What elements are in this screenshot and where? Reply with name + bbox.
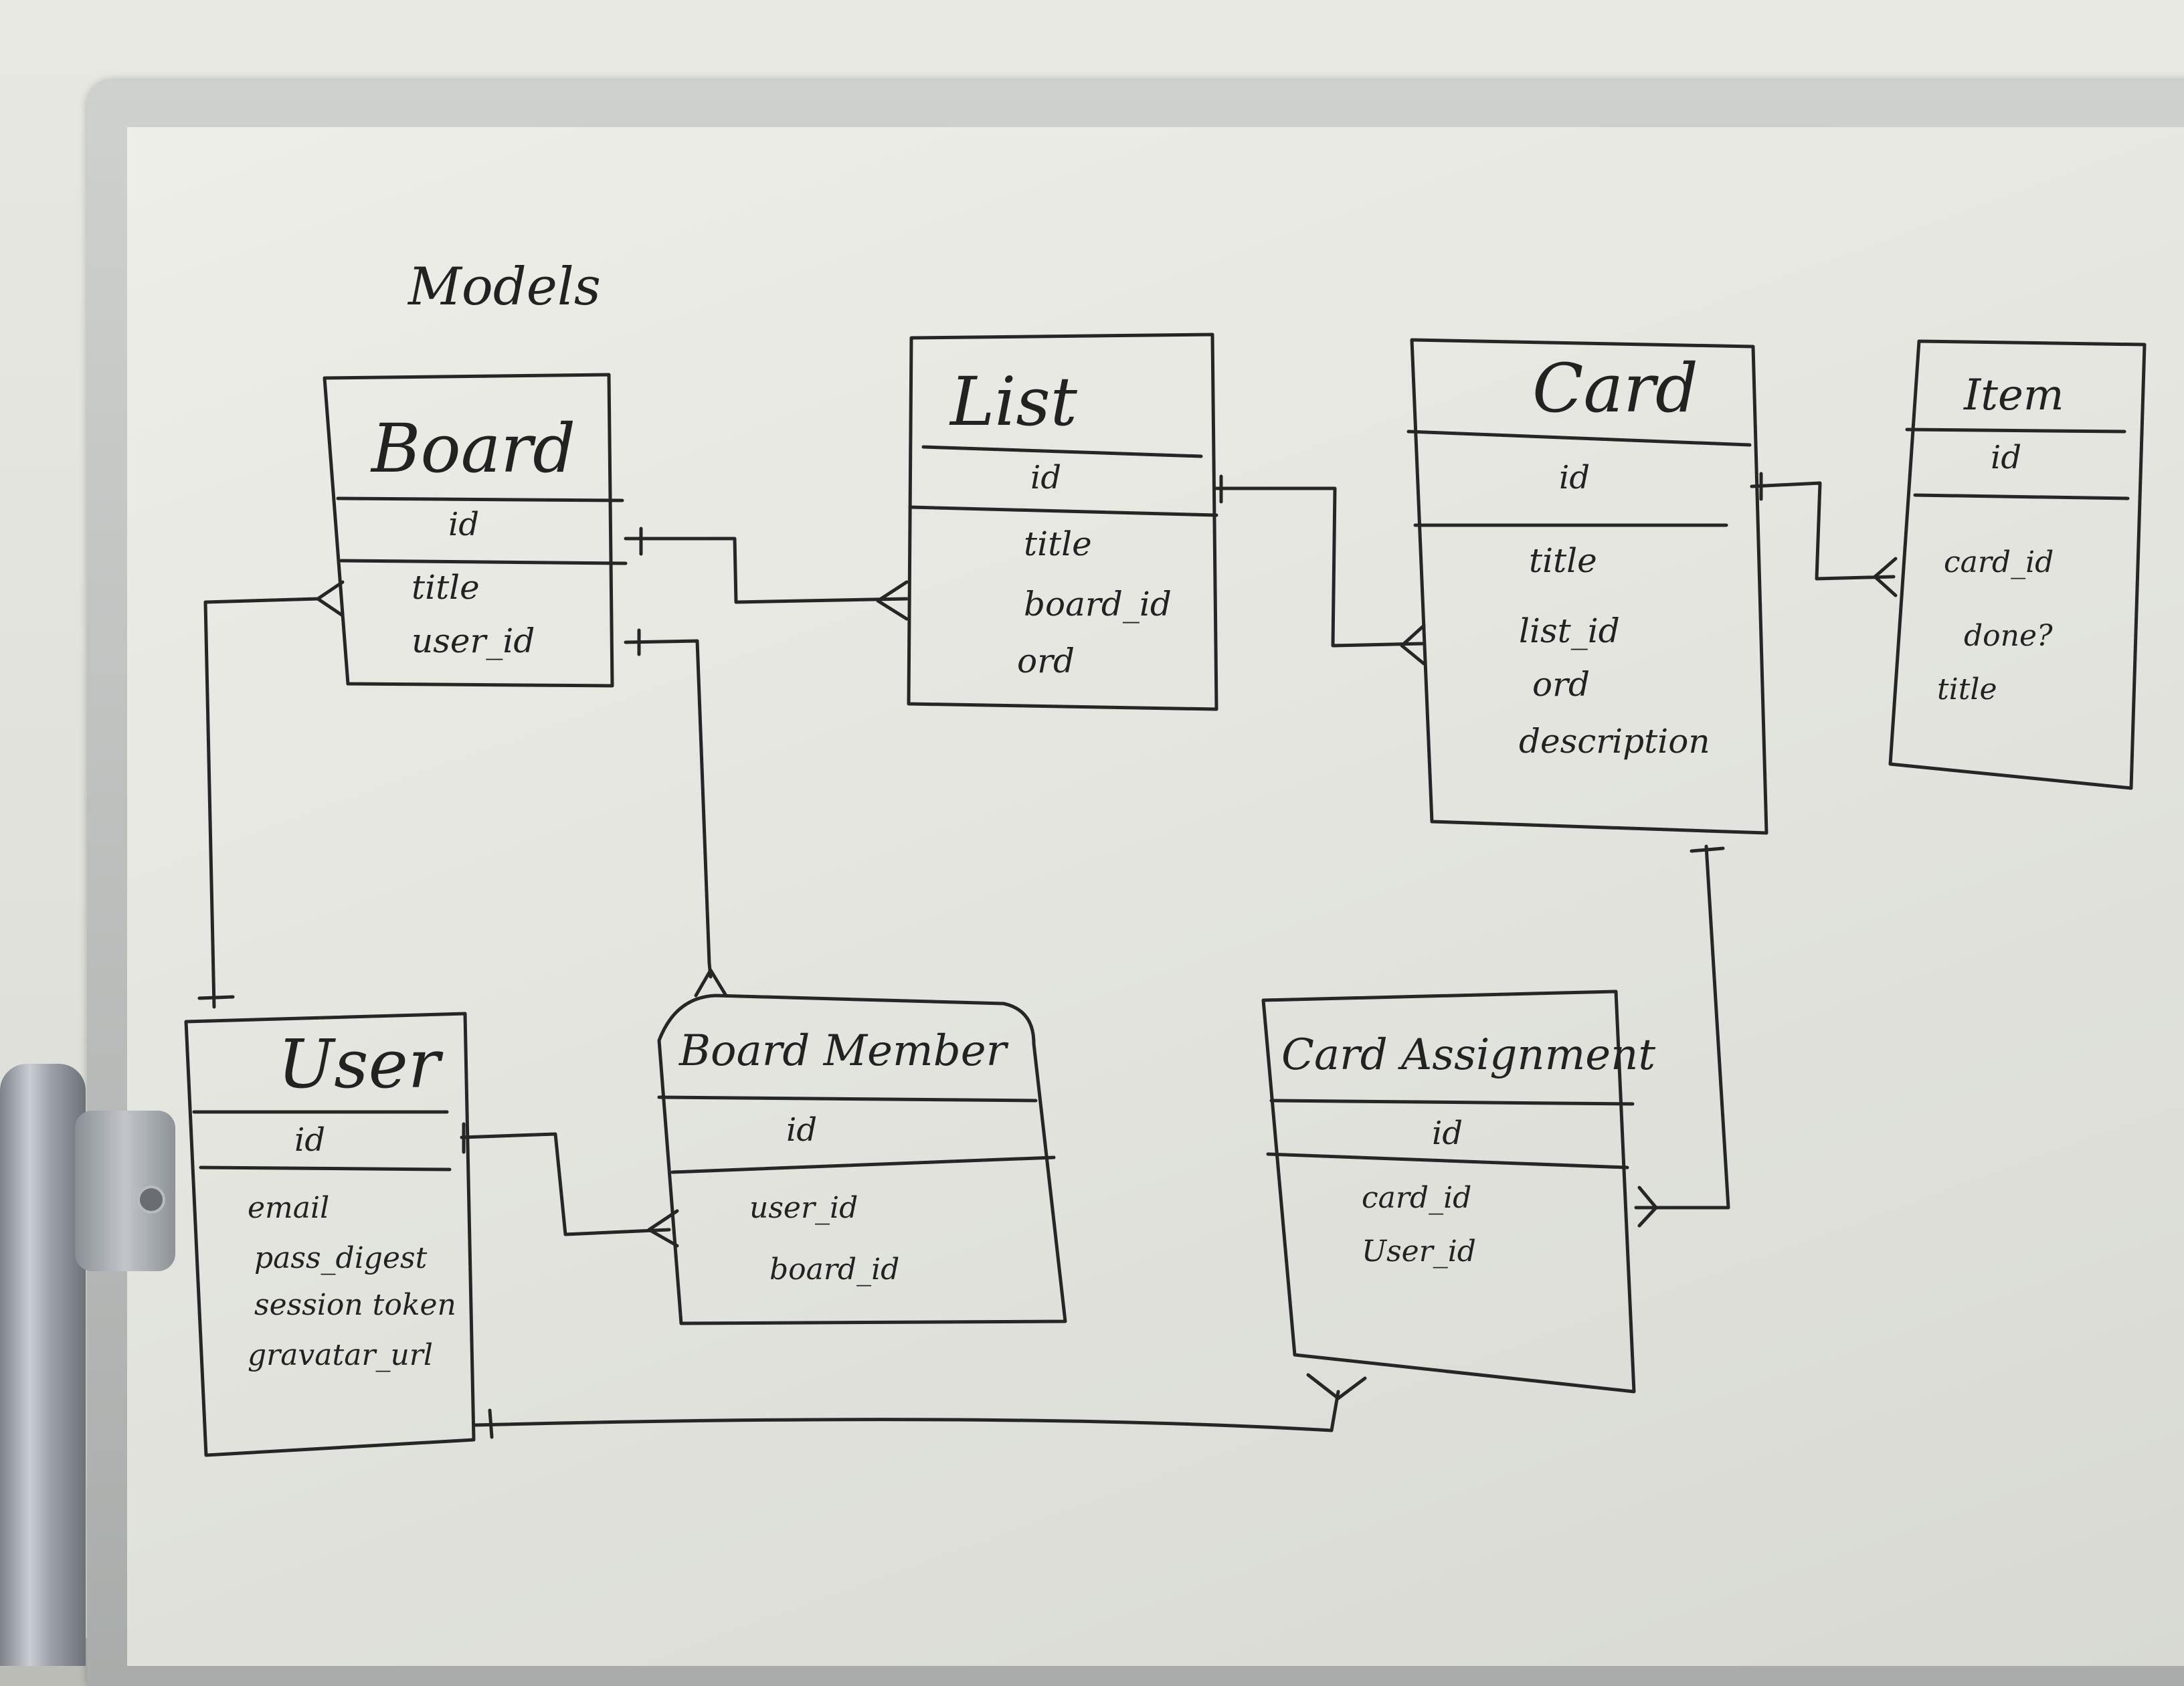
entity-list: List id title board_id ord	[907, 333, 1218, 711]
item-pk-divider	[1913, 493, 2130, 500]
board-member-field-board-id: board_id	[769, 1252, 899, 1287]
card-assignment-pk: id	[1432, 1115, 1463, 1152]
rel-board-list-crowfoot	[876, 580, 909, 621]
list-title: List	[949, 363, 1078, 441]
item-title-divider	[1905, 428, 2126, 434]
entity-card-assignment: Card Assignment id card_id User_id	[1261, 990, 1655, 1394]
user-pk: id	[294, 1121, 325, 1159]
board-member-pk: id	[786, 1111, 817, 1149]
whiteboard-surface	[127, 127, 2184, 1666]
card-title: Card	[1532, 349, 1698, 428]
rel-user-boardmember-crowfoot	[647, 1209, 679, 1248]
card-field-list-id: list_id	[1519, 612, 1620, 650]
board-pk: id	[448, 506, 479, 543]
card-assignment-field-user-id: User_id	[1362, 1234, 1476, 1269]
list-box	[907, 333, 1218, 711]
item-field-card-id: card_id	[1944, 545, 2054, 579]
rel-card-cardassignment-one-mark	[1690, 846, 1725, 853]
card-pk: id	[1559, 459, 1590, 496]
item-field-done: done?	[1964, 619, 2053, 653]
user-field-pass-digest: pass_digest	[254, 1241, 428, 1275]
list-field-board-id: board_id	[1024, 585, 1172, 624]
rel-user-boardmember	[460, 1132, 671, 1236]
rel-board-boardmember	[624, 639, 713, 979]
rel-user-cardassignment	[473, 1390, 1340, 1432]
board-member-box	[657, 994, 1067, 1325]
board-title-divider	[336, 496, 624, 502]
list-field-title: title	[1024, 525, 1092, 563]
rel-user-board-crowfoot	[316, 580, 345, 618]
list-pk: id	[1030, 459, 1061, 496]
card-box	[1410, 338, 1768, 835]
user-field-email: email	[248, 1191, 329, 1225]
user-field-session-token: session token	[254, 1288, 456, 1322]
board-member-title: Board Member	[678, 1026, 1009, 1076]
board-member-field-user-id: user_id	[749, 1191, 858, 1225]
item-box	[1888, 339, 2147, 790]
card-field-ord: ord	[1532, 665, 1590, 704]
rel-card-item-crowfoot	[1873, 557, 1898, 597]
user-pk-divider	[199, 1165, 452, 1172]
card-assignment-title-divider	[1269, 1099, 1635, 1106]
rel-card-cardassignment-crowfoot	[1637, 1186, 1658, 1228]
board-pk-divider	[339, 559, 628, 565]
diagram-heading: Models	[407, 257, 601, 317]
card-assignment-field-card-id: card_id	[1362, 1181, 1471, 1215]
item-field-title: title	[1937, 672, 1997, 707]
relationships	[197, 472, 1898, 1439]
er-diagram: Models Board id title user_id List id ti…	[184, 257, 2147, 1457]
rel-user-board	[203, 597, 320, 1009]
rel-board-boardmember-crowfoot	[694, 968, 728, 998]
rel-card-cardassignment	[1634, 844, 1730, 1210]
clamp-bolt-icon	[137, 1186, 165, 1214]
rel-card-item	[1750, 481, 1896, 581]
board-title: Board	[370, 409, 575, 488]
list-pk-divider	[908, 505, 1218, 517]
user-box	[184, 1012, 476, 1457]
card-field-description: description	[1519, 722, 1710, 761]
board-field-user-id: user_id	[412, 622, 535, 660]
rel-user-cardassignment-crowfoot	[1306, 1373, 1367, 1400]
card-assignment-title: Card Assignment	[1281, 1030, 1655, 1080]
card-assignment-box	[1261, 990, 1636, 1394]
card-assignment-pk-divider	[1266, 1152, 1629, 1169]
stand-pole	[0, 1064, 86, 1666]
entity-user: User id email pass_digest session token …	[184, 1012, 476, 1457]
card-title-divider	[1406, 430, 1752, 447]
rel-list-card-crowfoot	[1400, 624, 1426, 666]
user-title: User	[278, 1025, 444, 1103]
item-pk: id	[1991, 439, 2021, 476]
rel-board-list	[624, 537, 909, 604]
entity-board-member: Board Member id user_id board_id	[657, 994, 1067, 1325]
list-field-ord: ord	[1017, 642, 1075, 680]
card-field-title: title	[1529, 541, 1597, 580]
entity-item: Item id card_id done? title	[1888, 339, 2147, 790]
rel-list-card	[1214, 486, 1424, 648]
user-field-gravatar-url: gravatar_url	[248, 1338, 433, 1372]
list-title-divider	[921, 445, 1203, 458]
entity-board: Board id title user_id	[323, 373, 628, 688]
board-field-title: title	[412, 568, 480, 607]
board-member-title-divider	[657, 1095, 1038, 1103]
rel-user-board-one-mark	[197, 995, 235, 1000]
rel-user-cardassignment-one-mark	[488, 1408, 494, 1439]
entity-card: Card id title list_id ord description	[1406, 338, 1768, 835]
board-member-pk-divider	[670, 1155, 1056, 1174]
item-title: Item	[1963, 371, 2064, 420]
